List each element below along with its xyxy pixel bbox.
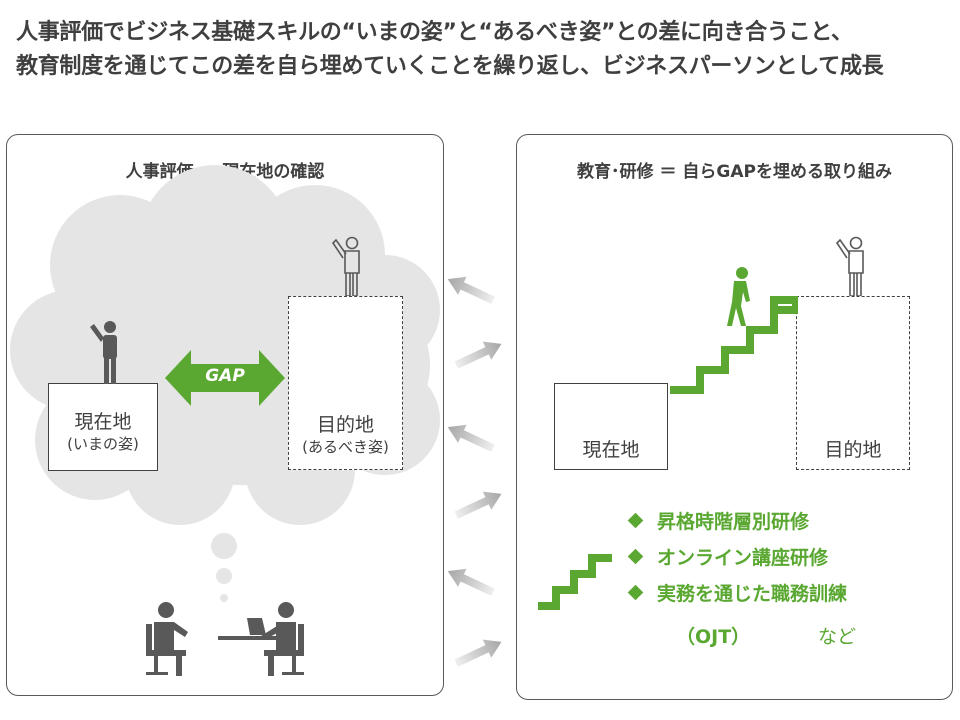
cycle-arrow-icon	[447, 276, 502, 667]
program-label: 昇格時階層別研修	[657, 510, 810, 533]
right-target-label: 目的地	[824, 439, 882, 461]
etc-label: など	[818, 626, 857, 648]
right-panel-title: 教育･研修 ＝ 自らGAPを埋める取り組み	[577, 162, 892, 182]
diamond-bullet-icon	[627, 548, 644, 564]
program-list: 昇格時階層別研修 オンライン講座研修 実務を通じた職務訓練	[626, 502, 847, 610]
left-current-label: 現在地	[74, 411, 132, 433]
stairs-icon	[670, 296, 798, 394]
left-target-sub: (あるべき姿)	[302, 438, 389, 456]
right-current-label: 現在地	[582, 439, 640, 461]
person-climbing-icon	[727, 267, 750, 326]
headline: 人事評価でビジネス基礎スキルの“いまの姿”と“あるべき姿”との差に向き合うこと、…	[16, 16, 946, 84]
person-pointing-icon	[90, 321, 117, 384]
right-target-box: 目的地	[796, 296, 910, 470]
double-arrow-icon	[165, 350, 285, 406]
meeting-icon	[146, 602, 304, 676]
headline-line-2: 教育制度を通じてこの差を自ら埋めていくことを繰り返し、ビジネスパーソンとして成長	[16, 54, 884, 79]
gap-label: GAP	[205, 366, 245, 386]
thought-bubble-large	[211, 533, 237, 559]
program-item: 実務を通じた職務訓練	[626, 574, 847, 610]
program-label: 実務を通じた職務訓練	[657, 582, 848, 605]
thought-bubble-medium	[216, 568, 232, 584]
left-target-label: 目的地	[316, 414, 374, 436]
left-current-box: 現在地 (いまの姿)	[48, 383, 158, 471]
right-current-box: 現在地	[554, 383, 668, 470]
person-outline-icon	[332, 236, 360, 296]
program-item: 昇格時階層別研修	[626, 502, 847, 538]
left-target-box: 目的地 (あるべき姿)	[288, 296, 403, 470]
left-current-sub: (いまの姿)	[67, 435, 139, 453]
stairs-icon	[538, 554, 612, 610]
diamond-bullet-icon	[627, 584, 644, 600]
headline-line-1: 人事評価でビジネス基礎スキルの“いまの姿”と“あるべき姿”との差に向き合うこと、	[16, 20, 853, 45]
thought-bubble-small	[220, 594, 228, 602]
ojt-label: （OJT）	[676, 626, 751, 648]
diamond-bullet-icon	[627, 512, 644, 528]
program-item: オンライン講座研修	[626, 538, 847, 574]
program-label: オンライン講座研修	[657, 546, 829, 569]
person-outline-icon	[836, 236, 864, 296]
